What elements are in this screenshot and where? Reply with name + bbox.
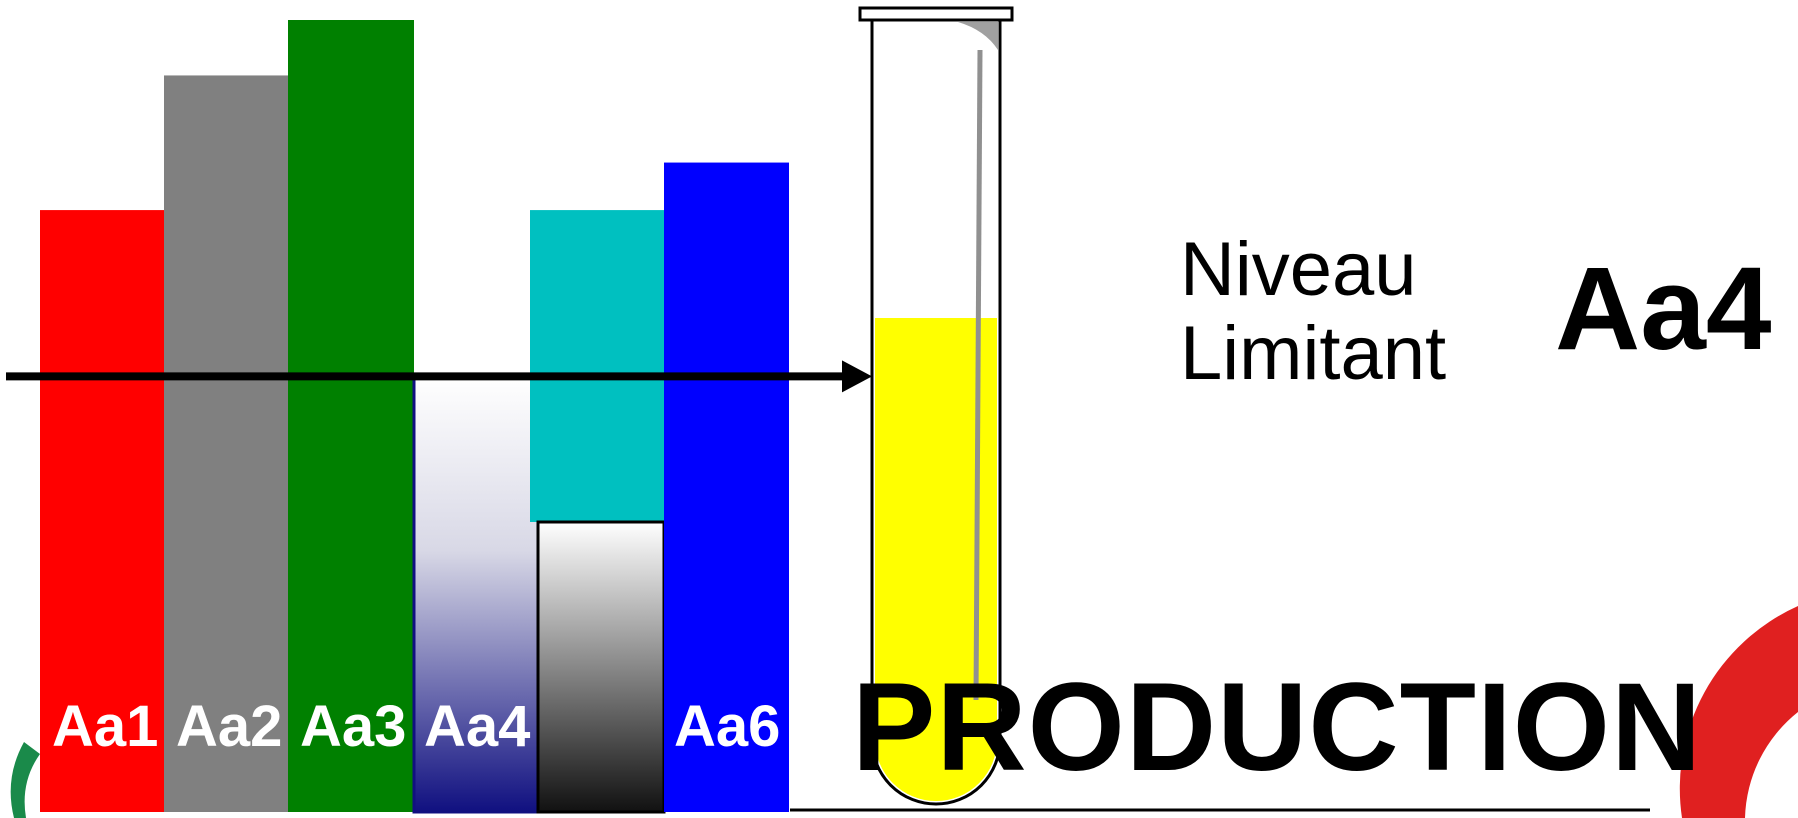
tube-glint <box>973 49 983 701</box>
bar-label-aa1: Aa1 <box>52 694 159 759</box>
limiting-amino-acid: Aa4 <box>1555 243 1772 375</box>
logos <box>10 606 1798 818</box>
bar-label-aa6: Aa6 <box>674 694 781 759</box>
bar-aa2 <box>164 75 288 812</box>
bar-label-aa3: Aa3 <box>300 694 407 759</box>
green-logo <box>10 742 40 818</box>
bar-aa5-inner-block <box>536 520 666 814</box>
bar-aa1 <box>40 210 164 812</box>
test-tube <box>858 6 1014 806</box>
tube-rim <box>858 6 1014 22</box>
niveau-line2: Limitant <box>1180 311 1447 396</box>
bar-aa5 <box>530 210 664 522</box>
limiting-level-caption: Niveau Limitant <box>1180 228 1446 396</box>
niveau-line1: Niveau <box>1180 227 1417 312</box>
bar-aa3 <box>288 20 414 812</box>
tube-rim-shade <box>958 22 998 50</box>
red-logo <box>1679 606 1798 818</box>
production-title: PRODUCTION <box>852 658 1703 797</box>
bar-aa6 <box>664 162 789 812</box>
limit-arrow <box>6 360 1650 812</box>
bar-label-aa2: Aa2 <box>176 694 283 759</box>
bar-label-aa4: Aa4 <box>424 694 531 759</box>
tube-outline <box>870 16 1002 806</box>
tube-liquid <box>875 318 997 801</box>
amino-acid-bars <box>40 20 789 814</box>
arrow-head <box>842 360 872 393</box>
